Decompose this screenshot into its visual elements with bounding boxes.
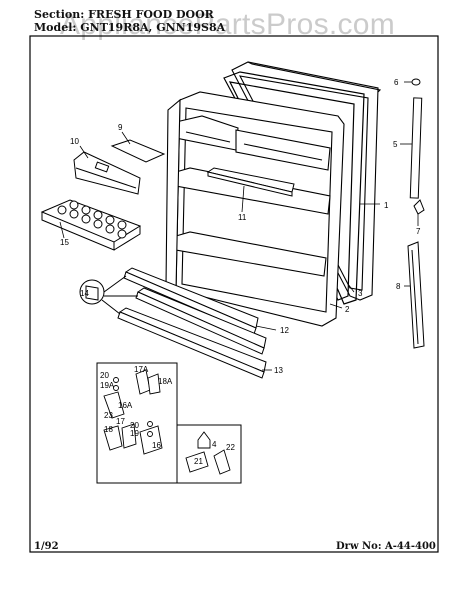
callout-8: 8 — [396, 282, 401, 291]
drawing-border — [29, 35, 439, 553]
footer-date: 1/92 — [34, 541, 59, 552]
callout-13: 13 — [274, 366, 283, 375]
callout-17: 17 — [116, 417, 125, 426]
part-dairy-door — [110, 139, 166, 163]
part-egg-tray — [40, 199, 142, 251]
callout-19: 19 — [130, 429, 139, 438]
callout-22: 22 — [226, 443, 235, 452]
callout-9: 9 — [118, 123, 123, 132]
part-door-shelf-bars — [123, 267, 267, 355]
part-door-handle — [407, 241, 425, 349]
callout-21: 21 — [194, 457, 203, 466]
callout-14: 14 — [80, 289, 89, 298]
callout-7: 7 — [416, 227, 421, 236]
callout-17a: 17A — [134, 365, 149, 374]
callout-18: 18 — [104, 425, 113, 434]
part-bottom-shelf-bar — [117, 307, 267, 379]
diagram-header: Section: FRESH FOOD DOOR Model: GNT19R8A… — [34, 8, 225, 34]
part-shelf-end-cap-detail — [79, 275, 138, 315]
callout-20b: 20 — [130, 421, 139, 430]
callout-15: 15 — [60, 238, 69, 247]
section-title: Section: FRESH FOOD DOOR — [34, 8, 214, 21]
part-dairy-compartment — [73, 151, 141, 195]
callout-labels: 1 2 3 4 5 6 7 8 9 10 11 12 13 14 15 16 1… — [60, 78, 421, 466]
part-top-hinge — [409, 78, 425, 215]
callout-4: 4 — [212, 440, 217, 449]
callout-11: 11 — [238, 213, 247, 222]
callout-18a: 18A — [158, 377, 173, 386]
inset-hardware-parts — [103, 369, 231, 475]
inset-box-hinge-hardware — [96, 362, 242, 484]
callout-2: 2 — [345, 305, 350, 314]
callout-20: 20 — [100, 371, 109, 380]
callout-1: 1 — [384, 201, 389, 210]
callout-5: 5 — [393, 140, 398, 149]
callout-19a: 19A — [100, 381, 115, 390]
callout-12: 12 — [280, 326, 289, 335]
part-inner-door-liner — [165, 91, 345, 327]
leader-lines — [59, 81, 419, 371]
callout-16a: 16A — [118, 401, 133, 410]
footer-drawing-number: Drw No: A-44-400 — [336, 541, 436, 552]
callout-3: 3 — [358, 289, 363, 298]
callout-23: 23 — [104, 411, 113, 420]
part-shelf-bar — [206, 167, 295, 197]
model-line: Model: GNT19R8A, GNN19S8A — [34, 21, 226, 34]
callout-10: 10 — [70, 137, 79, 146]
callout-6: 6 — [394, 78, 399, 87]
callout-16: 16 — [152, 441, 161, 450]
